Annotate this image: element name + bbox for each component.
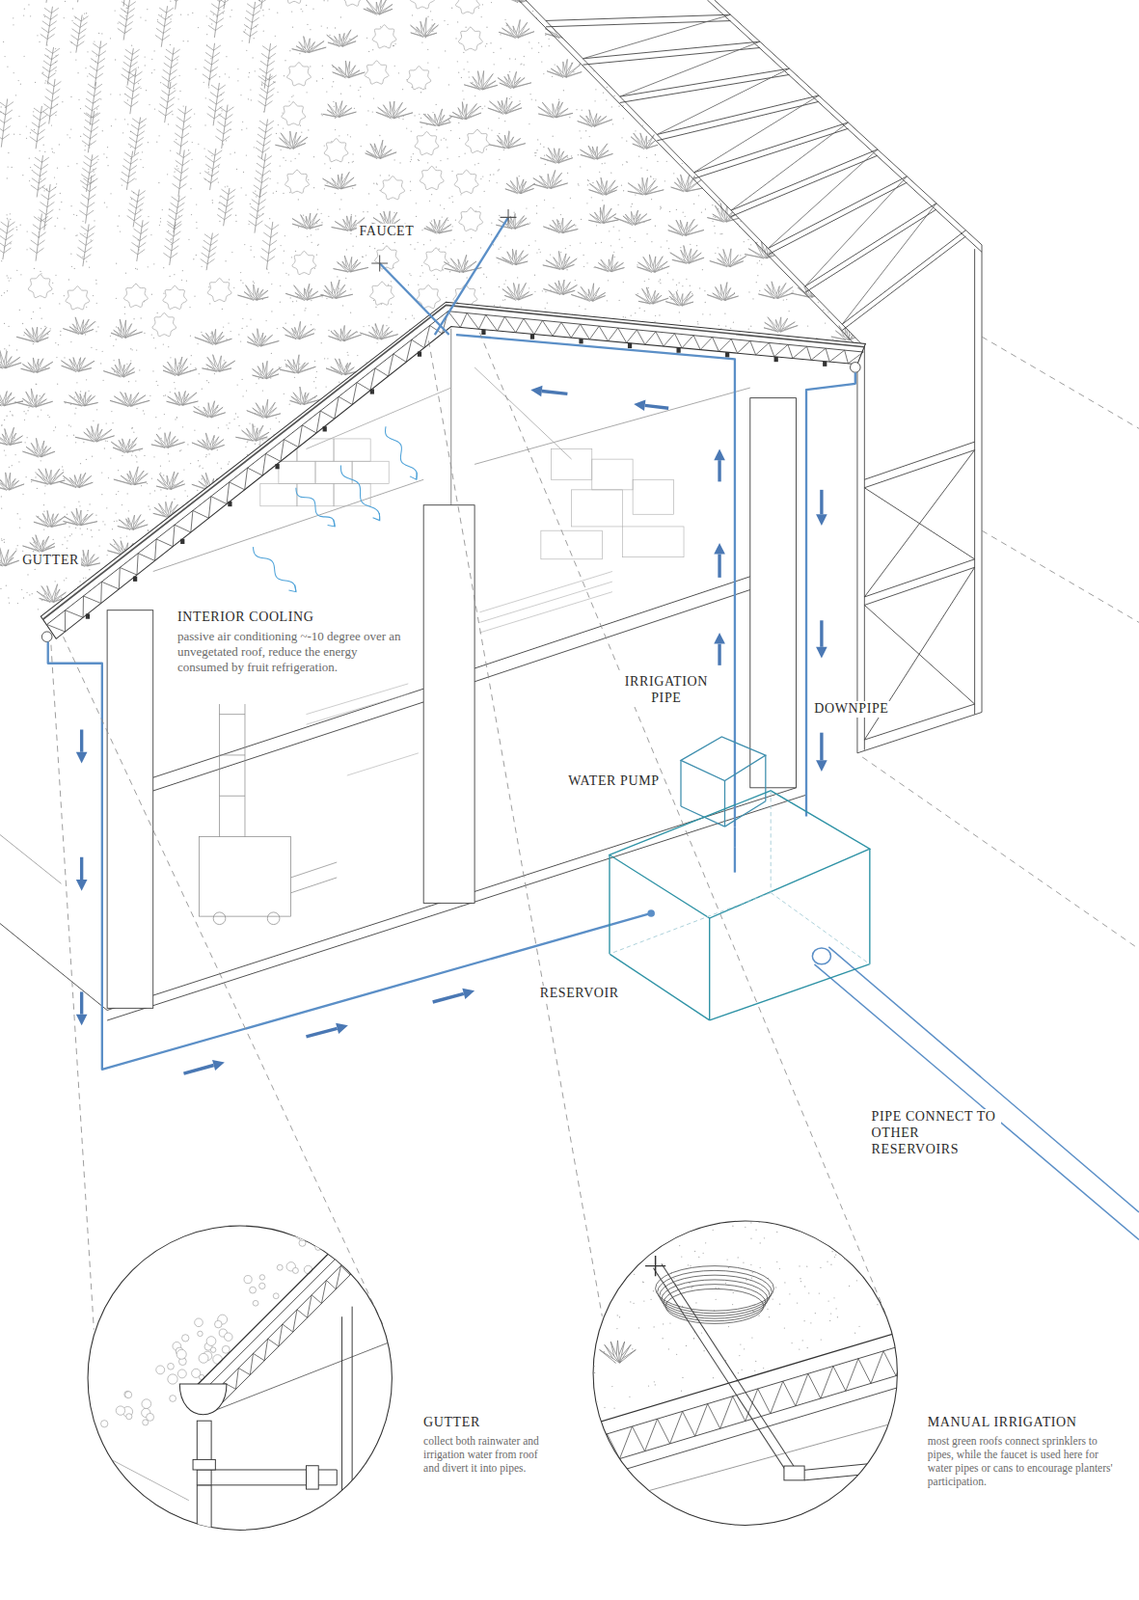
leader-lines bbox=[51, 332, 1139, 1330]
part-label: IRRIGATION PIPE bbox=[610, 674, 723, 707]
part-label: DOWNPIPE bbox=[812, 701, 891, 718]
detail-heading: MANUAL IRRIGATION bbox=[925, 1414, 1080, 1432]
pump-box: WATER PUMP bbox=[680, 736, 766, 827]
pipe-connector bbox=[733, 826, 736, 847]
note-heading: INTERIOR COOLING bbox=[175, 609, 316, 626]
note-body: passive air conditioning ~-10 degree ove… bbox=[175, 628, 411, 677]
building-section bbox=[0, 326, 858, 1021]
detail-circle: GUTTERcollect both rainwater and irrigat… bbox=[86, 1224, 393, 1531]
cooling-waves bbox=[252, 426, 417, 592]
detail-note: collect both rainwater and irrigation wa… bbox=[421, 1434, 549, 1475]
part-label: GUTTER bbox=[20, 552, 82, 570]
detail-circle: MANUAL IRRIGATIONmost green roofs connec… bbox=[592, 1220, 898, 1526]
part-label: RESERVOIR bbox=[538, 985, 622, 1003]
flow-arrows bbox=[76, 385, 828, 1074]
water-pipes bbox=[48, 209, 1139, 1241]
detail-circle-outline bbox=[592, 1220, 898, 1526]
roof-section bbox=[40, 301, 866, 642]
detail-heading: GUTTER bbox=[421, 1414, 483, 1432]
pump-box-outline bbox=[680, 736, 766, 827]
detail-note: most green roofs connect sprinklers to p… bbox=[925, 1434, 1115, 1489]
part-label: PIPE CONNECT TO OTHER RESERVOIRS bbox=[869, 1109, 1002, 1158]
part-label: FAUCET bbox=[356, 223, 416, 241]
detail-circle-outline bbox=[86, 1224, 393, 1531]
reservoir-tank-outline bbox=[609, 846, 870, 1021]
reservoir-tank: RESERVOIR bbox=[609, 846, 870, 1021]
part-label: WATER PUMP bbox=[566, 773, 661, 790]
